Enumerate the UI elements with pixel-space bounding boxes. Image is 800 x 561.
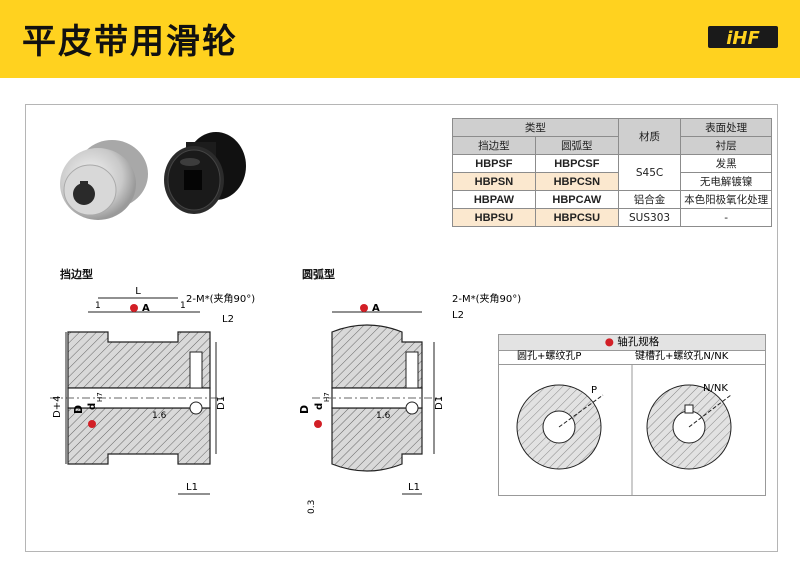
svg-text:A: A [142, 303, 150, 314]
th-material: 材质 [617, 118, 682, 155]
svg-text:H7: H7 [96, 392, 104, 402]
header-banner: 平皮带用滑轮 iHF [0, 0, 800, 78]
table-row: HBPSF HBPCSF S45C 发黑 [452, 154, 772, 191]
aluminum-pulley-photo [60, 140, 148, 220]
svg-text:1: 1 [180, 301, 186, 311]
svg-text:D: D [298, 405, 311, 414]
bore-marker-icon: ● [604, 336, 614, 348]
svg-text:2-M*(夹角90°): 2-M*(夹角90°) [452, 292, 521, 305]
svg-text:0.3: 0.3 [307, 500, 317, 514]
svg-text:A: A [372, 303, 380, 314]
table-row: HBPAW HBPCAW 铝合金 本色阳极氧化处理 [452, 190, 772, 209]
svg-text:1: 1 [95, 301, 101, 311]
svg-text:L: L [135, 286, 141, 297]
svg-text:L1: L1 [408, 482, 420, 493]
arc-type-title: 圆弧型 [302, 268, 335, 281]
svg-text:P: P [591, 385, 597, 396]
svg-text:1.6: 1.6 [376, 411, 391, 421]
th-type: 类型 [452, 118, 619, 137]
th-coating: 衬层 [680, 136, 772, 155]
svg-text:D1: D1 [216, 396, 227, 410]
arc-type-drawing: A 2-M*(夹角90°) L2 D d H7 1.6 D1 L1 0.3 [298, 292, 521, 514]
svg-text:N/NK: N/NK [703, 383, 728, 394]
flange-type-drawing: L 1 1 A 2-M*(夹角90°) L2 D+4 D d H7 1.6 D1… [50, 286, 255, 495]
svg-text:H7: H7 [323, 392, 331, 402]
bore-spec-title: ● 轴孔规格 [498, 334, 766, 351]
svg-text:iHF: iHF [726, 28, 760, 49]
svg-text:d: d [314, 403, 325, 410]
svg-text:D: D [72, 405, 85, 414]
page-title: 平皮带用滑轮 [22, 22, 238, 62]
th-flange: 挡边型 [452, 136, 536, 155]
svg-text:L1: L1 [186, 482, 198, 493]
bore-col-key: 键槽孔+螺纹孔N/NK [635, 351, 729, 362]
th-arc: 圆弧型 [534, 136, 619, 155]
svg-text:L2: L2 [222, 314, 234, 325]
ihf-logo: iHF [708, 26, 778, 49]
svg-text:1.6: 1.6 [152, 411, 167, 421]
bore-col-round: 圆孔+螺纹孔P [517, 351, 582, 362]
th-surface: 表面处理 [680, 118, 772, 137]
black-pulley-photo [164, 132, 246, 214]
bore-spec-drawings: P N/NK [498, 365, 766, 496]
flange-type-title: 挡边型 [60, 268, 93, 281]
table-row: HBPSU HBPCSU SUS303 - [452, 208, 772, 227]
spec-table: 类型 材质 表面处理 挡边型 圆弧型 衬层 HBPSF HBPCSF S45C … [452, 118, 772, 227]
svg-text:d: d [87, 403, 98, 410]
svg-text:D1: D1 [434, 396, 445, 410]
table-row: HBPSN HBPCSN 无电解镀镍 [452, 172, 772, 191]
svg-text:D+4: D+4 [52, 396, 63, 418]
svg-text:L2: L2 [452, 310, 464, 321]
svg-text:2-M*(夹角90°): 2-M*(夹角90°) [186, 292, 255, 305]
bore-spec-columns: 圆孔+螺纹孔P 键槽孔+螺纹孔N/NK [498, 350, 766, 365]
